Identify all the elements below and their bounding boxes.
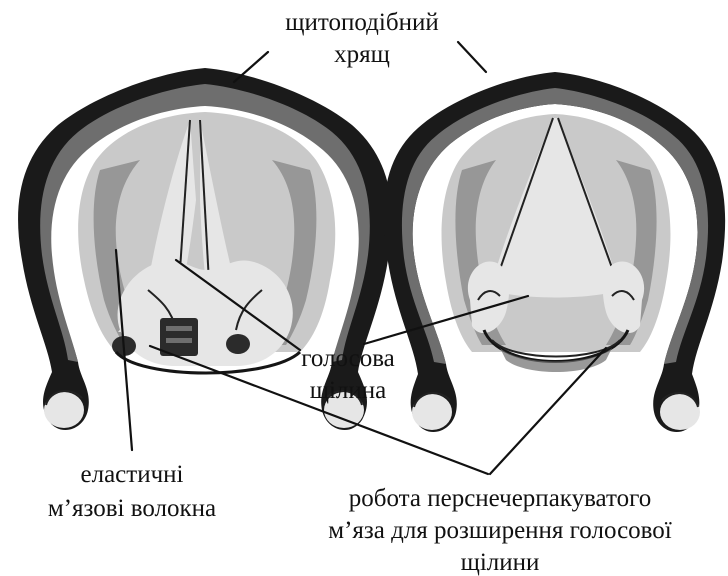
label-thyroid-line2: хрящ	[334, 41, 390, 68]
left-larynx-illustration	[18, 68, 392, 430]
leader-thyroid-right	[458, 42, 486, 72]
left-arytenoid-region	[118, 261, 293, 366]
label-elastic-line2: м’язові волокна	[48, 495, 216, 522]
label-muscle-line3: щілини	[461, 549, 540, 576]
right-larynx-illustration	[384, 72, 726, 432]
label-thyroid-line1: щитоподібний	[285, 9, 438, 36]
left-nodule-r	[226, 334, 250, 354]
label-muscle-line2: м’яза для розширення голосової	[328, 517, 672, 544]
label-glottis-line1: голосова	[301, 345, 395, 372]
label-glottis-line2: щілина	[310, 377, 387, 404]
label-elastic-line1: еластичні	[81, 461, 184, 488]
label-muscle-line1: робота перснечерпакуватого	[349, 485, 651, 512]
left-muscle-block	[160, 318, 198, 356]
